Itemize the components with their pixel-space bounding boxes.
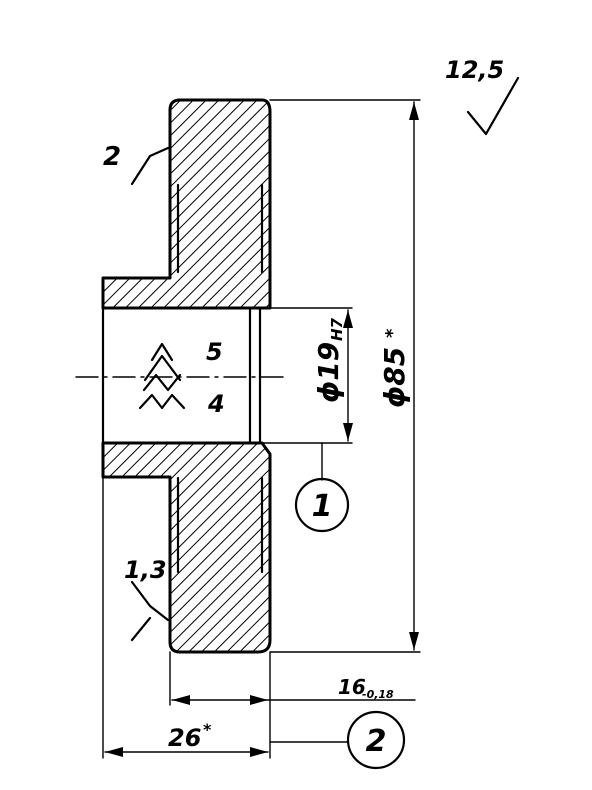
bore-mark-top: 5 bbox=[206, 338, 223, 366]
roughness-lower-face: 1,3 bbox=[124, 556, 170, 642]
callout-1: 1 bbox=[294, 477, 350, 533]
callout-1-label: 1 bbox=[312, 489, 333, 524]
callout-2: 2 bbox=[346, 710, 406, 770]
dimension-web-line bbox=[171, 695, 416, 705]
bore-outline bbox=[101, 306, 262, 445]
dimension-bore-value: ϕ19 bbox=[312, 342, 345, 403]
dimension-hub-line bbox=[104, 747, 269, 757]
dimension-outer-label: ϕ85 * bbox=[378, 328, 411, 408]
dimension-bore-tolerance: H7 bbox=[328, 317, 346, 341]
rim-slot-lines bbox=[176, 183, 264, 574]
extension-lines bbox=[102, 99, 421, 759]
upper-section bbox=[101, 98, 272, 310]
roughness-general-value: 12,5 bbox=[445, 56, 504, 84]
bore-roughness-symbols: 5 4 bbox=[138, 338, 225, 418]
dimension-web-tolerance: -0,18 bbox=[362, 688, 394, 701]
bore-mark-bottom: 4 bbox=[207, 390, 225, 418]
roughness-lower-face-value: 1,3 bbox=[124, 556, 167, 584]
dimension-outer-value: ϕ85 bbox=[378, 347, 411, 408]
roughness-general: 12,5 bbox=[445, 56, 520, 136]
lower-section bbox=[101, 441, 272, 654]
dimension-hub-mark: * bbox=[203, 720, 212, 739]
dimension-bore-line bbox=[343, 309, 353, 442]
roughness-upper-face-value: 2 bbox=[103, 142, 121, 172]
callout-2-label: 2 bbox=[366, 724, 387, 759]
roughness-upper-face: 2 bbox=[103, 142, 170, 186]
callout-leaders bbox=[269, 442, 349, 743]
dimension-web-value: 16 bbox=[338, 675, 366, 699]
dimension-outer-mark: * bbox=[382, 328, 403, 338]
dimension-hub-value: 26 bbox=[168, 724, 201, 752]
dimension-outer-line bbox=[409, 101, 419, 651]
dimension-bore-label: ϕ19 H7 bbox=[312, 317, 346, 403]
